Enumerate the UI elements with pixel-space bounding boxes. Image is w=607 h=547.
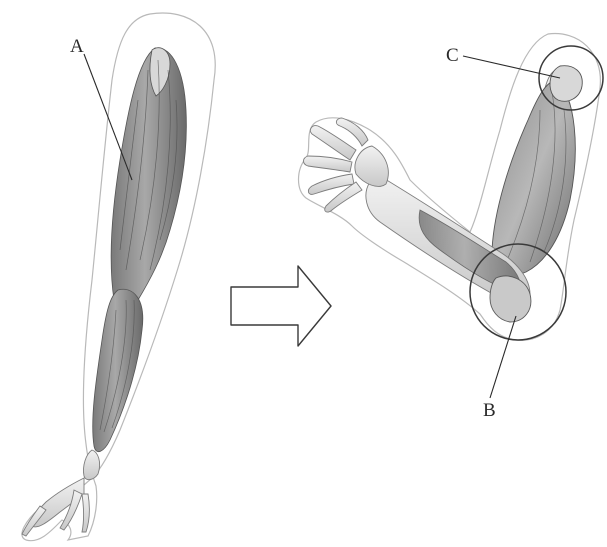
transition-arrow-icon: [231, 266, 331, 346]
label-c: C: [446, 45, 459, 66]
label-b: B: [483, 400, 496, 421]
straight-arm: [22, 13, 215, 541]
flexed-arm: [299, 34, 601, 341]
shoulder-tendon-top: [550, 66, 582, 102]
label-a: A: [70, 36, 84, 57]
